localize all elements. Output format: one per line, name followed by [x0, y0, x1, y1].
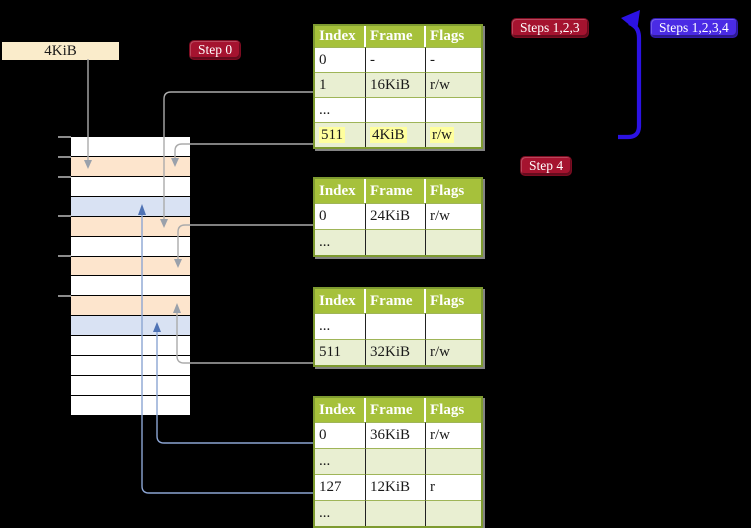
- frame-row-white: [71, 276, 190, 297]
- col-frame: Frame: [366, 398, 426, 422]
- col-frame: Frame: [366, 179, 426, 203]
- cell-frame: [366, 313, 426, 339]
- tick-mark: [58, 255, 71, 258]
- page-table-level-bottom: Index Frame Flags 0 36KiB r/w ... 127 12…: [313, 396, 483, 528]
- frame-size-label: 4KiB: [2, 42, 119, 60]
- frame-row-white: [71, 236, 190, 257]
- highlight: 4KiB: [370, 126, 407, 143]
- badge-steps-1234: Steps 1,2,3,4: [650, 18, 738, 38]
- col-index: Index: [315, 26, 366, 47]
- cell-frame: 32KiB: [366, 339, 426, 365]
- frame-row-white: [71, 395, 190, 415]
- cell-frame: [366, 97, 426, 122]
- cell-flags: r/w: [426, 72, 481, 97]
- cell-index: ...: [315, 313, 366, 339]
- frame-row-peach: [71, 216, 190, 237]
- col-index: Index: [315, 398, 366, 422]
- cell-index: 127: [315, 474, 366, 500]
- badge-steps-123: Steps 1,2,3: [511, 18, 589, 38]
- cell-index: 1: [315, 72, 366, 97]
- table-row: ...: [315, 229, 481, 255]
- table-row: ...: [315, 97, 481, 122]
- cell-frame: 16KiB: [366, 72, 426, 97]
- table-header-row: Index Frame Flags: [315, 26, 481, 47]
- cell-flags: [426, 97, 481, 122]
- frame-row-blue: [71, 316, 190, 337]
- cell-flags: [426, 500, 481, 526]
- frame-row-white: [71, 376, 190, 396]
- col-frame: Frame: [366, 289, 426, 313]
- cell-index: 0: [315, 47, 366, 72]
- cell-flags: r: [426, 474, 481, 500]
- cell-flags: r/w: [426, 422, 481, 448]
- frame-row-peach: [71, 296, 190, 317]
- cell-frame: 4KiB: [366, 122, 426, 147]
- cell-frame: [366, 229, 426, 255]
- table-row: 127 12KiB r: [315, 474, 481, 500]
- cell-frame: 24KiB: [366, 203, 426, 229]
- table-row: 0 - -: [315, 47, 481, 72]
- cell-flags: -: [426, 47, 481, 72]
- col-flags: Flags: [426, 179, 481, 203]
- cell-index: ...: [315, 448, 366, 474]
- col-flags: Flags: [426, 398, 481, 422]
- cell-index: 0: [315, 203, 366, 229]
- cell-index: 511: [315, 339, 366, 365]
- highlight: r/w: [430, 126, 454, 143]
- loop-back-arrowhead: [621, 10, 640, 31]
- table-row: 0 36KiB r/w: [315, 422, 481, 448]
- badge-step-0: Step 0: [189, 40, 242, 60]
- cell-index: ...: [315, 97, 366, 122]
- frame-row-white: [71, 356, 190, 377]
- col-index: Index: [315, 179, 366, 203]
- table-header-row: Index Frame Flags: [315, 179, 481, 203]
- page-table-level-2: Index Frame Flags 0 24KiB r/w ...: [313, 177, 483, 257]
- cell-frame: 12KiB: [366, 474, 426, 500]
- cell-flags: [426, 313, 481, 339]
- highlight: 511: [319, 126, 345, 143]
- cell-index: 511: [315, 122, 366, 147]
- physical-memory-stack: [71, 137, 190, 415]
- table-row: ...: [315, 448, 481, 474]
- cell-index: 0: [315, 422, 366, 448]
- cell-flags: r/w: [426, 339, 481, 365]
- cell-index: ...: [315, 500, 366, 526]
- table-row: 511 32KiB r/w: [315, 339, 481, 365]
- table-row: ...: [315, 313, 481, 339]
- col-frame: Frame: [366, 26, 426, 47]
- badge-step-4: Step 4: [520, 156, 573, 176]
- loop-back-arrow: [618, 20, 642, 140]
- cell-flags: [426, 448, 481, 474]
- col-index: Index: [315, 289, 366, 313]
- table-header-row: Index Frame Flags: [315, 398, 481, 422]
- frame-row-white: [71, 176, 190, 197]
- table-header-row: Index Frame Flags: [315, 289, 481, 313]
- cell-index: ...: [315, 229, 366, 255]
- cell-frame: [366, 448, 426, 474]
- col-flags: Flags: [426, 26, 481, 47]
- frame-row-blue: [71, 196, 190, 217]
- tick-mark: [58, 155, 71, 158]
- tick-mark: [58, 175, 71, 178]
- cell-flags: r/w: [426, 203, 481, 229]
- page-table-level-top: Index Frame Flags 0 - - 1 16KiB r/w ... …: [313, 24, 483, 149]
- frame-row-white: [71, 137, 190, 157]
- col-flags: Flags: [426, 289, 481, 313]
- page-table-level-3: Index Frame Flags ... 511 32KiB r/w: [313, 287, 483, 367]
- cell-frame: 36KiB: [366, 422, 426, 448]
- frame-row-peach: [71, 256, 190, 277]
- frame-row-white: [71, 336, 190, 357]
- tick-mark: [58, 215, 71, 218]
- tick-mark: [58, 294, 71, 297]
- table-row-highlighted: 511 4KiB r/w: [315, 122, 481, 147]
- frame-row-peach: [71, 156, 190, 177]
- cell-flags: [426, 229, 481, 255]
- table-row: 0 24KiB r/w: [315, 203, 481, 229]
- cell-frame: -: [366, 47, 426, 72]
- cell-flags: r/w: [426, 122, 481, 147]
- table-row: ...: [315, 500, 481, 526]
- table-row: 1 16KiB r/w: [315, 72, 481, 97]
- tick-mark: [58, 136, 71, 138]
- cell-frame: [366, 500, 426, 526]
